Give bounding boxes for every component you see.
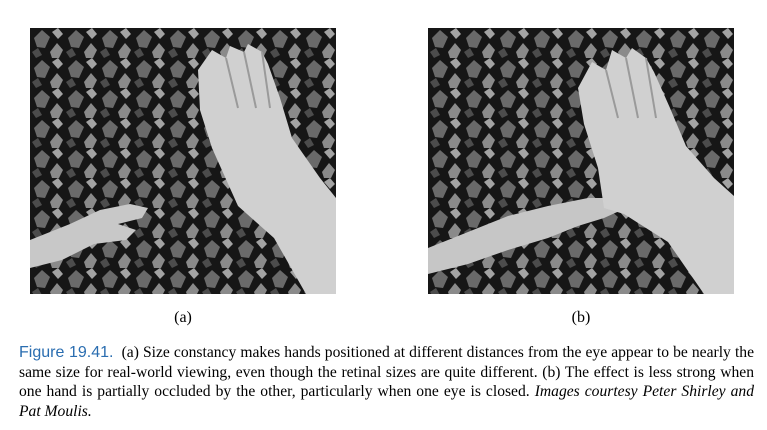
panel-label-b: (b)	[571, 309, 591, 326]
figure-caption: Figure 19.41. (a) Size constancy makes h…	[19, 343, 754, 421]
photo-panel-b	[428, 28, 734, 294]
image-credit: Images courtesy Peter Shirley and Pat Mo…	[19, 383, 754, 420]
photo-panel-a	[30, 28, 336, 294]
figure-number: Figure 19.41.	[19, 344, 114, 361]
hands-photo-b	[428, 28, 734, 294]
caption-text: (a) Size constancy makes hands positione…	[19, 344, 754, 401]
hands-photo-a	[30, 28, 336, 294]
panel-label-a: (a)	[174, 309, 192, 326]
